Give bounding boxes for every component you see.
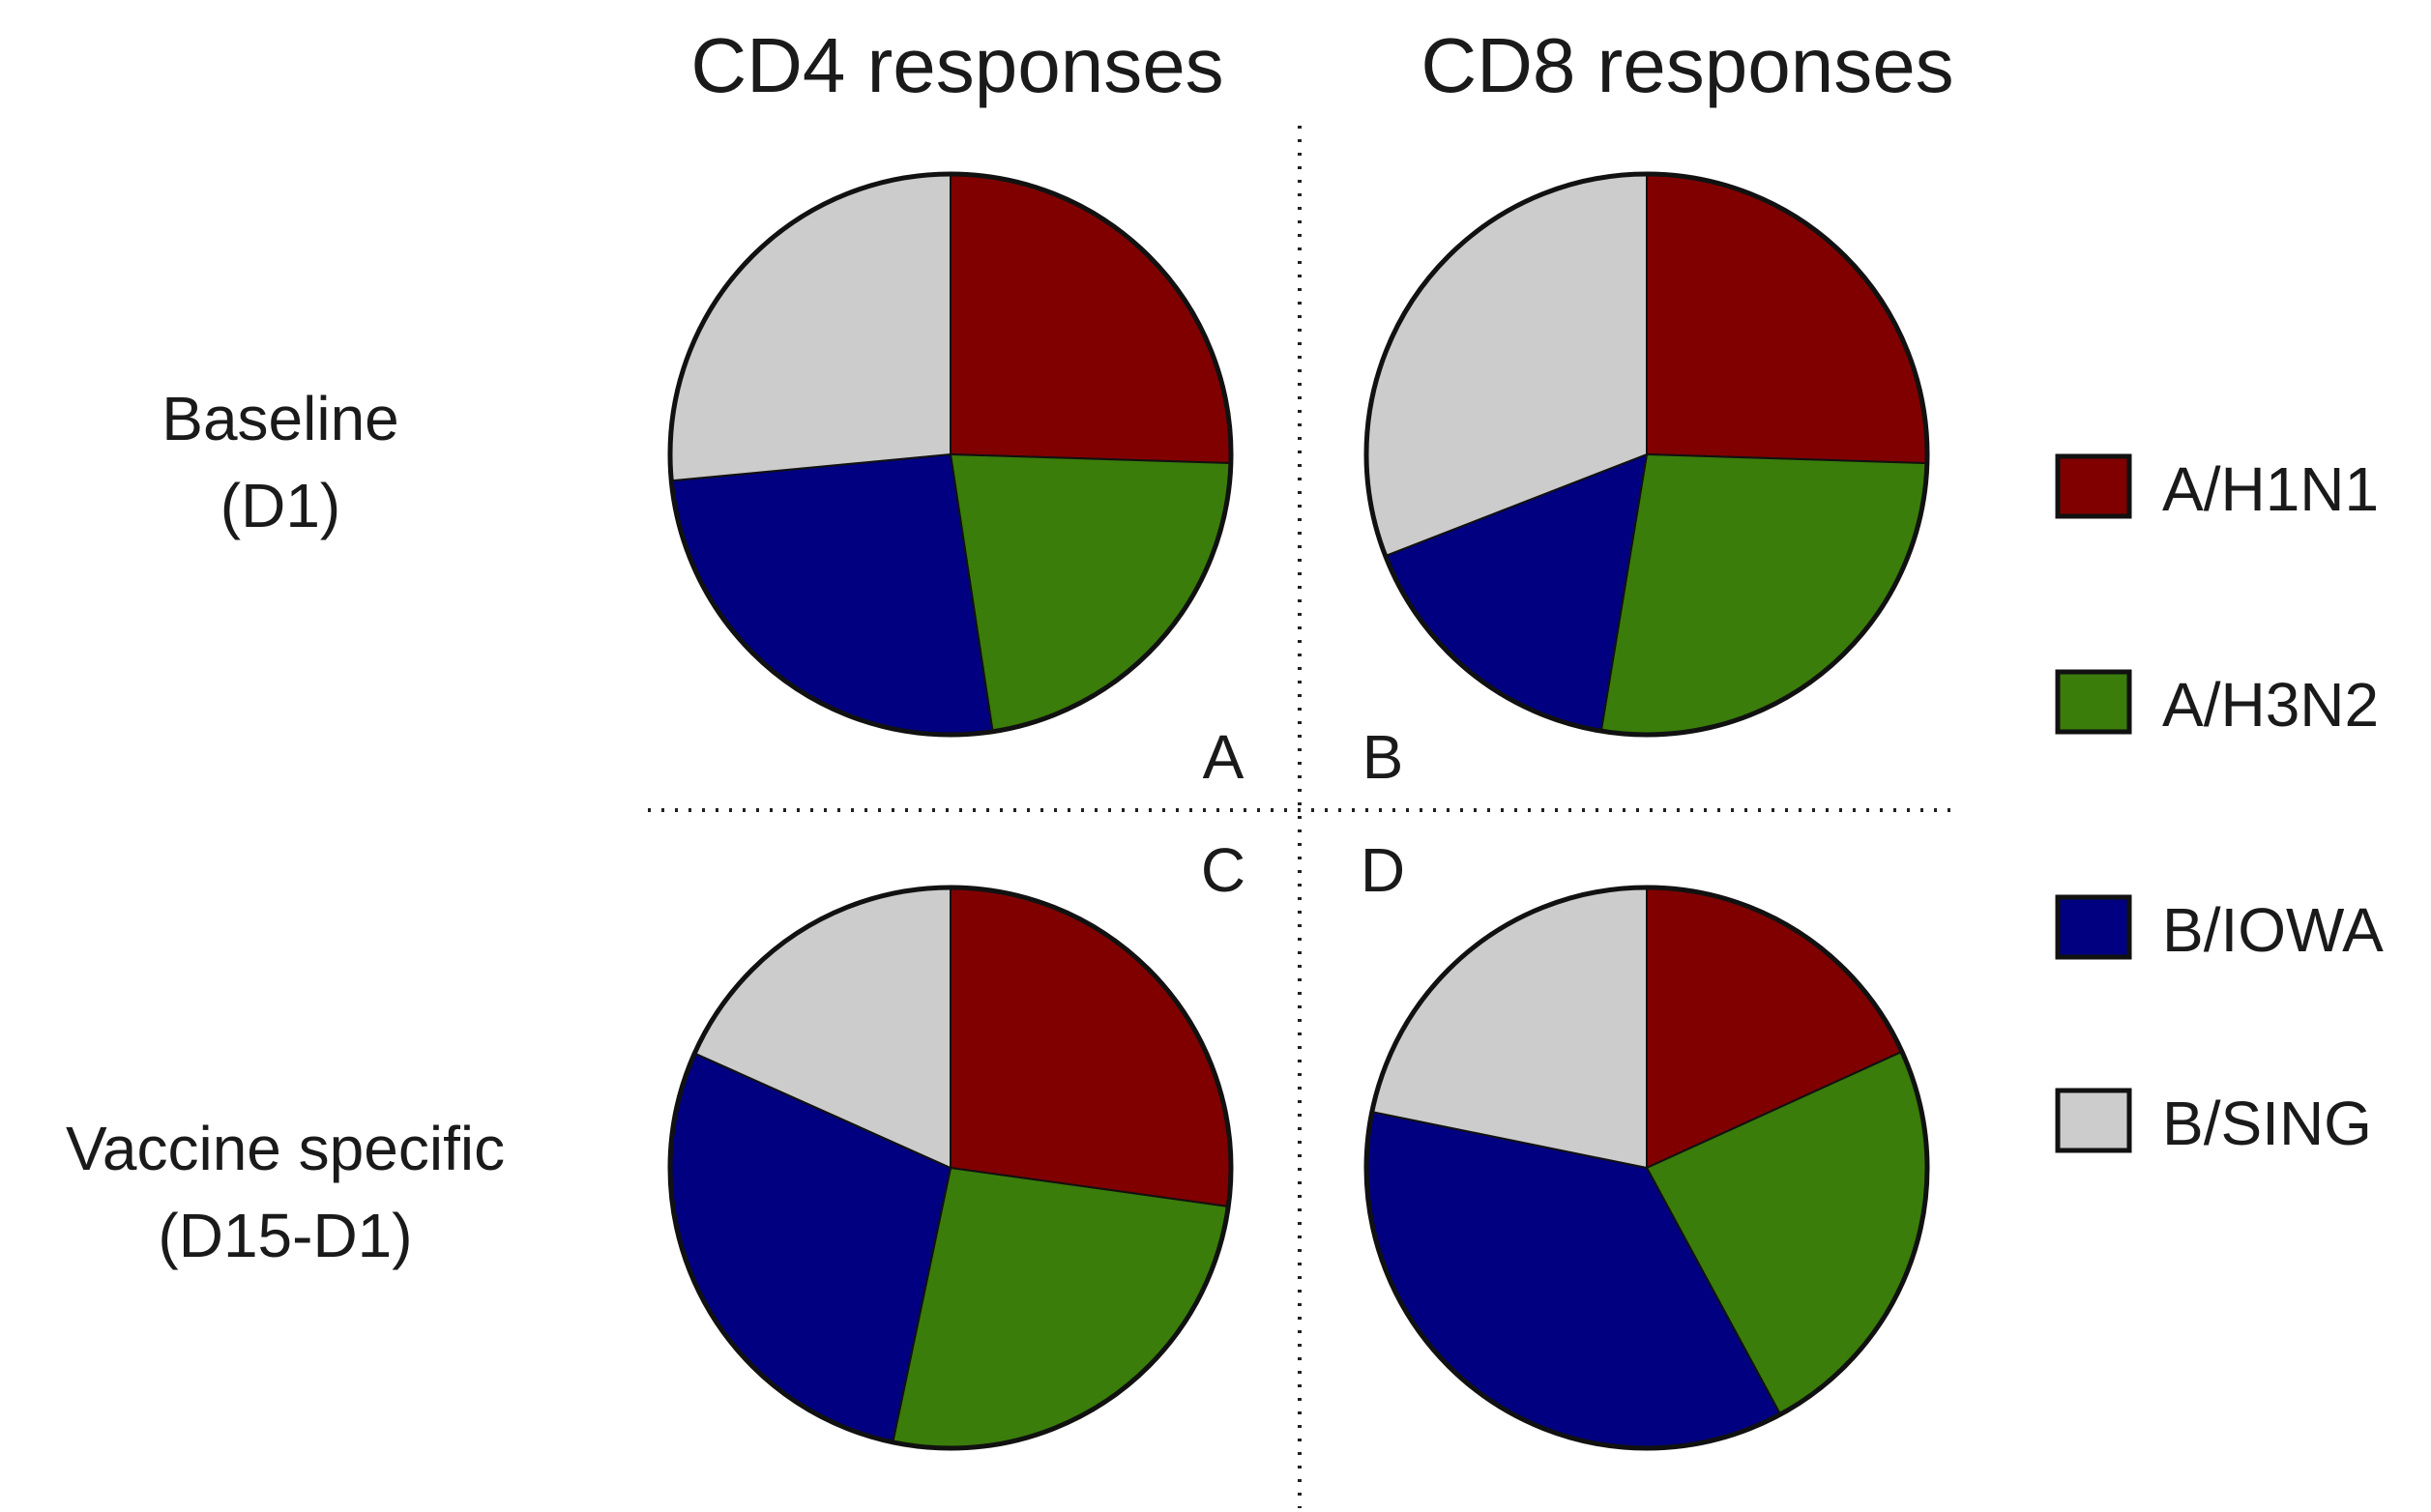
pie-slice-a-h3n2 [892, 1167, 1230, 1449]
pie-chart-b [1363, 171, 1930, 738]
legend-label-b-sing: B/SING [2162, 1089, 2372, 1158]
row-subtitle-baseline: (D1) [220, 471, 340, 540]
pie-slice-a-h1n1 [950, 173, 1232, 465]
legend-label-a-h3n2: A/H3N2 [2162, 670, 2379, 740]
pie-outline [667, 885, 1234, 1451]
panel-letter-b: B [1362, 722, 1404, 792]
pie-slice-a-h1n1 [950, 887, 1232, 1207]
pie-slice-a-h3n2 [1599, 453, 1928, 736]
pie-outline [1363, 885, 1930, 1451]
pie-outline [1363, 171, 1930, 738]
pie-chart-a [667, 171, 1234, 738]
pie-slice-a-h3n2 [950, 453, 1232, 733]
legend-swatch-b-iowa [2055, 894, 2132, 960]
legend-label-b-iowa: B/IOWA [2162, 895, 2384, 965]
pie-slice-b-sing [669, 173, 952, 482]
pie-outline [667, 171, 1234, 738]
pie-slice-a-h1n1 [1646, 173, 1928, 465]
column-title-cd4: CD4 responses [690, 22, 1223, 108]
pie-slice-b-iowa [670, 453, 994, 736]
legend-swatch-a-h3n2 [2055, 669, 2132, 735]
panel-letter-c: C [1201, 835, 1245, 905]
panel-letter-d: D [1361, 835, 1405, 905]
row-title-vaccine-specific: Vaccine specific [66, 1114, 505, 1183]
legend-swatch-b-sing [2055, 1088, 2132, 1153]
pie-chart-d [1363, 885, 1930, 1451]
legend-label-a-h1n1: A/H1N1 [2162, 454, 2379, 524]
pie-chart-c [667, 885, 1234, 1451]
row-subtitle-vaccine-specific: (D15-D1) [158, 1201, 412, 1270]
legend: A/H1N1 A/H3N2 B/IOWA B/SING [2055, 453, 2384, 1158]
legend-swatch-a-h1n1 [2055, 453, 2132, 519]
panel-letter-a: A [1203, 722, 1245, 792]
column-title-cd8: CD8 responses [1421, 22, 1953, 108]
row-title-baseline: Baseline [161, 384, 399, 453]
